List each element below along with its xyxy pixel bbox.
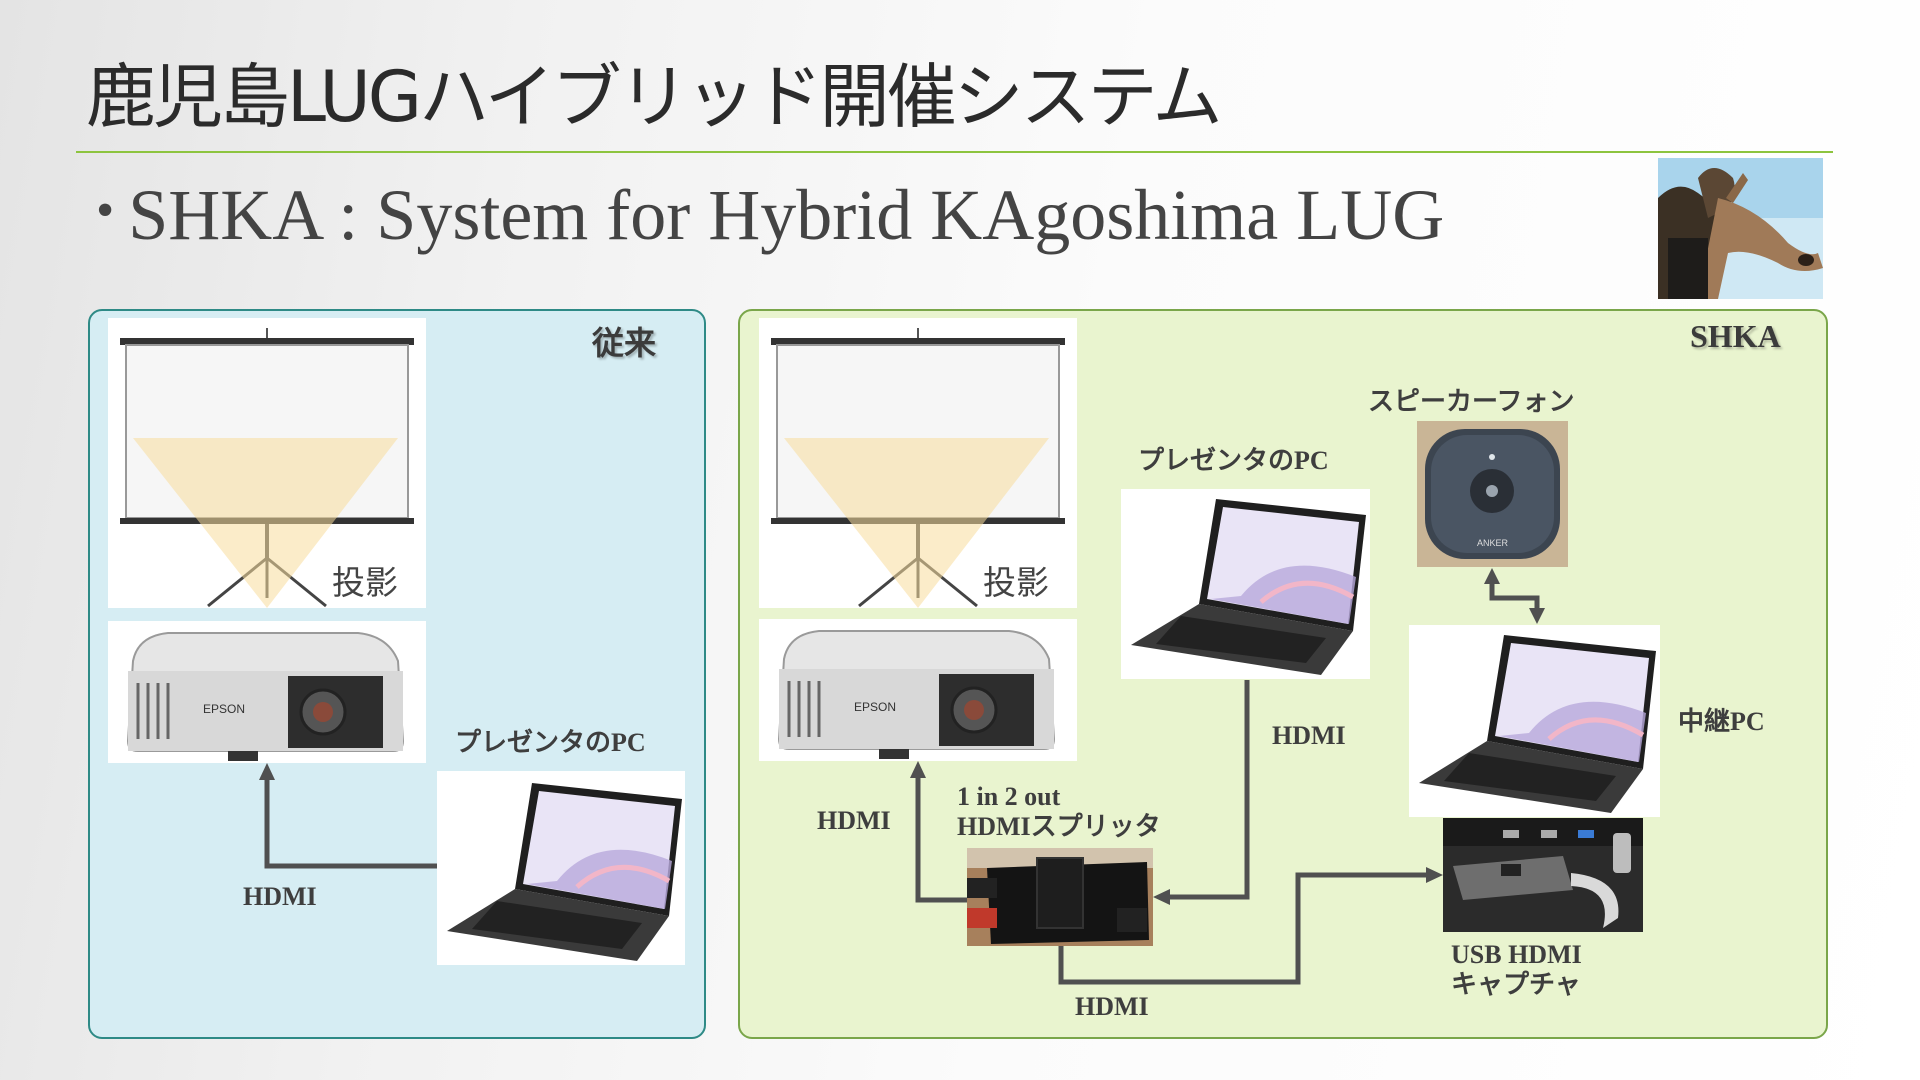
laptop-icon: [1121, 489, 1370, 679]
bullet-text: SHKA : System for Hybrid KAgoshima LUG: [128, 175, 1445, 255]
svg-text:EPSON: EPSON: [854, 700, 896, 714]
hdmi-label-bottom: HDMI: [1075, 992, 1149, 1021]
projector-icon: EPSON: [759, 619, 1077, 761]
splitter-label-line1: 1 in 2 out: [957, 782, 1061, 811]
hdmi-label-projector: HDMI: [817, 806, 891, 835]
laptop-icon: [1409, 625, 1660, 817]
presenter-pc-label-shka: プレゼンタのPC: [1138, 446, 1329, 475]
speakerphone-icon: ANKER: [1417, 421, 1568, 567]
hdmi-label-presenter: HDMI: [1272, 721, 1346, 750]
usb-capture: [1443, 818, 1643, 932]
splitter-label-line2: HDMIスプリッタ: [957, 812, 1161, 841]
bullet-line: •SHKA : System for Hybrid KAgoshima LUG: [96, 168, 1444, 258]
speakerphone-label: スピーカーフォン: [1368, 387, 1575, 416]
usb-capture-icon: [1443, 818, 1643, 932]
avatar: [1658, 158, 1823, 299]
projector-screen: [108, 318, 426, 608]
panel-shka-header: SHKA: [1690, 318, 1781, 354]
slide-title: 鹿児島LUGハイブリッド開催システム: [86, 56, 1222, 138]
speakerphone: ANKER: [1417, 421, 1568, 567]
laptop-icon: [437, 771, 685, 965]
relay-pc-label: 中継PC: [1678, 707, 1765, 736]
panel-conventional-header: 従来: [592, 325, 657, 361]
projection-label-old: 投影: [332, 563, 398, 602]
projection-label-shka: 投影: [983, 563, 1049, 602]
projector-shka: EPSON: [759, 619, 1077, 761]
presenter-laptop-old: [437, 771, 685, 965]
capture-label-line1: USB HDMI: [1451, 940, 1582, 969]
bullet-dot: •: [96, 182, 115, 239]
relay-laptop: [1409, 625, 1660, 817]
capture-label-line2: キャプチャ: [1451, 970, 1581, 999]
svg-text:EPSON: EPSON: [203, 702, 245, 716]
avatar-icon: [1658, 158, 1823, 299]
presenter-laptop-shka: [1121, 489, 1370, 679]
presenter-pc-label-old: プレゼンタのPC: [455, 728, 646, 757]
title-divider: [76, 151, 1833, 153]
projector-screen-icon: [108, 318, 426, 608]
hdmi-label-old: HDMI: [243, 882, 317, 911]
projector: EPSON: [108, 621, 426, 763]
svg-text:ANKER: ANKER: [1477, 538, 1509, 548]
projector-screen-shka: [759, 318, 1077, 608]
projector-screen-icon: [759, 318, 1077, 608]
hdmi-splitter: [967, 848, 1153, 946]
projector-icon: EPSON: [108, 621, 426, 763]
hdmi-splitter-icon: [967, 848, 1153, 946]
